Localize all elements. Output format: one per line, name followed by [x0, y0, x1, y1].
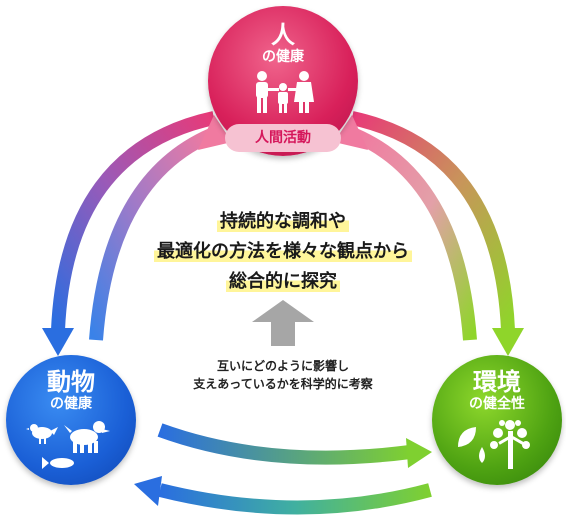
animals-icon: [26, 421, 110, 469]
arrowhead-animal-outer: [42, 328, 74, 356]
center-line-3: 総合的に探究: [100, 267, 466, 293]
arrowhead-environment: [492, 328, 524, 356]
arrow-human-to-animal: [51, 111, 216, 331]
animal-health-node: 動物 の健康: [6, 355, 136, 485]
arrowhead-environment-bottom: [406, 438, 432, 468]
arrow-animal-to-human: [89, 128, 214, 341]
up-arrow: [252, 300, 314, 346]
human-activity-label: 人間活動: [225, 124, 341, 152]
human-health-node: 人 の健康 人間活動: [208, 6, 358, 156]
arrowhead-human-right: [334, 115, 368, 150]
center-line-1: 持続的な調和や: [100, 207, 466, 233]
arrowhead-animal-bottom: [134, 476, 162, 506]
animal-title: 動物: [47, 368, 95, 396]
human-subtitle: の健康: [262, 49, 304, 65]
arrow-human-to-environment: [350, 111, 515, 331]
family-icon: [256, 71, 314, 113]
arrow-environment-to-human: [352, 128, 477, 341]
environment-subtitle: の健全性: [469, 396, 525, 412]
arrowhead-human-left: [198, 115, 232, 150]
animal-subtitle: の健康: [50, 396, 92, 412]
environment-health-node: 環境 の健全性: [432, 355, 562, 485]
arrow-environment-to-animal: [158, 483, 432, 515]
center-line-2: 最適化の方法を様々な観点から: [100, 237, 466, 263]
environment-title: 環境: [473, 368, 521, 396]
tree-water-icon: [458, 420, 530, 469]
arrow-animal-to-environment: [157, 423, 411, 465]
note-line-1: 互いにどのように影響し: [216, 359, 349, 373]
human-title: 人: [271, 21, 295, 49]
note-line-2: 支えあっているかを科学的に考察: [193, 377, 373, 391]
